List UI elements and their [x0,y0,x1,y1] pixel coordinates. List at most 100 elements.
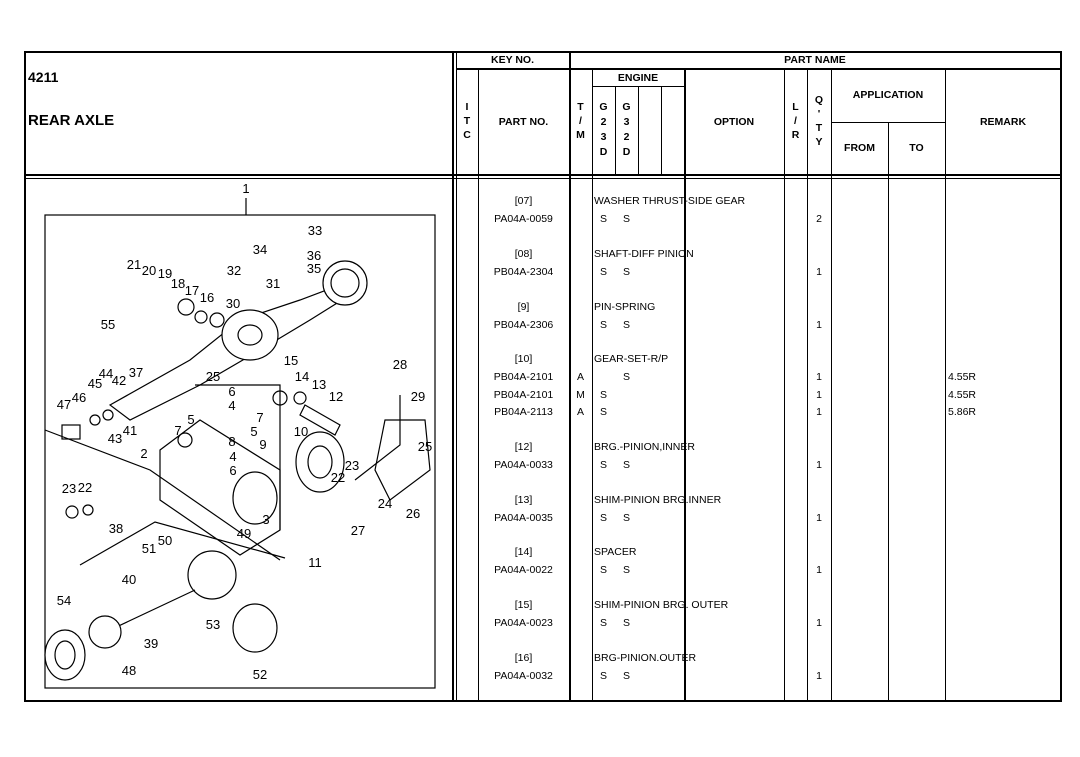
g32d-value: S [622,670,630,682]
remark-value: 5.86R [948,406,977,419]
g32d-value: S [622,564,630,576]
callout-number: 29 [411,389,425,404]
qty-value: 1 [816,459,822,471]
hdr-char: D [622,146,631,158]
part-name: WASHER THRUST-SIDE GEAR [594,195,746,207]
part-no[interactable]: PA04A-0023 [494,617,553,629]
callout-number: 46 [72,390,86,405]
g32d-value: S [622,459,630,471]
g32d-value: S [622,213,630,225]
callout-number: 25 [206,369,220,384]
callout-number: 28 [393,357,407,372]
col-line [888,122,889,701]
ring-gear-hub [322,260,368,306]
part-no[interactable]: PA04A-0033 [494,459,553,471]
tm-value: M [576,388,585,401]
callout-number: 33 [308,223,322,238]
header-option: OPTION [713,116,755,128]
part-no[interactable]: PA04A-0059 [494,213,553,225]
callout-number: 17 [185,283,199,298]
header-to: TO [909,142,924,154]
qty-value: 1 [816,388,822,401]
callout-number: 38 [109,521,123,536]
ring-gear [295,431,345,493]
callout-number: 48 [122,663,136,678]
hdr-char: D [599,146,608,158]
callout-number: 7 [256,410,263,425]
hdr-char: T [815,122,823,134]
col-line [638,86,639,175]
header-divider [25,174,1061,176]
part-no[interactable]: PB04A-2101 [493,371,554,383]
hdr-char: Q [814,94,824,106]
hdr-char: Y [815,136,823,148]
callout-number: 55 [101,317,115,332]
wheel-hub [232,603,278,653]
callout-number: 35 [307,261,321,276]
hdr-char: T [463,115,471,127]
hdr-char: 3 [600,131,607,143]
col-line [831,69,832,701]
part-no[interactable]: PB04A-2101 [493,388,554,401]
key-no: [12] [514,441,533,453]
part-no[interactable]: PB04A-2306 [493,319,554,331]
header-part-name: PART NAME [784,54,846,66]
callout-number: 19 [158,266,172,281]
g32d-value: S [622,266,630,278]
callout-number: 1 [242,181,249,196]
callout-number: 34 [253,242,267,257]
header-part-no: PART NO. [498,116,549,128]
part-no[interactable]: PB04A-2304 [493,266,554,278]
col-line [615,86,616,175]
part-no[interactable]: PA04A-0032 [494,670,553,682]
g32d-value: S [622,371,630,383]
col-line [784,69,785,701]
callout-number: 3 [262,512,269,527]
part-no[interactable]: PA04A-0022 [494,564,553,576]
callout-number: 51 [142,541,156,556]
callout-number: 23 [345,458,359,473]
callout-number: 8 [228,434,235,449]
hdr-char: 2 [600,116,607,128]
g32d-value: S [622,319,630,331]
callout-number: 4 [229,449,236,464]
remark-value: 4.55R [948,388,977,401]
g23d-value: S [599,388,607,401]
g23d-value: S [599,406,607,419]
hdr-char: L [792,101,799,113]
panel-divider-2 [456,52,457,701]
callout-number: 16 [200,290,214,305]
qty-value: 1 [816,512,822,524]
part-name: SHAFT-DIFF PINION [594,248,694,260]
part-no[interactable]: PA04A-0035 [494,512,553,524]
callout-number: 10 [294,424,308,439]
tm-value: A [576,406,584,419]
callout-number: 2 [140,446,147,461]
qty-value: 1 [816,617,822,629]
part-no[interactable]: PB04A-2113 [494,406,553,419]
hdr-char: 2 [623,131,630,143]
diff-cover [374,419,431,501]
callout-number: 23 [62,481,76,496]
diagram-frame [44,214,436,689]
callout-number: 49 [237,526,251,541]
callout-number: 45 [88,376,102,391]
hdr-char: R [791,129,800,141]
hdr-char: M [576,129,585,141]
header-divider-2 [25,178,1061,179]
callout-number: 25 [418,439,432,454]
key-no: [16] [514,652,533,664]
header-application: APPLICATION [852,89,924,101]
col-line [945,69,946,701]
hdr-char: ' [817,108,821,120]
callout-number: 27 [351,523,365,538]
callout-number: 15 [284,353,298,368]
header-tm: T/M [569,100,592,142]
tm-value: A [576,371,584,383]
callout-number: 5 [250,424,257,439]
qty-value: 1 [816,406,822,419]
callout-number: 50 [158,533,172,548]
